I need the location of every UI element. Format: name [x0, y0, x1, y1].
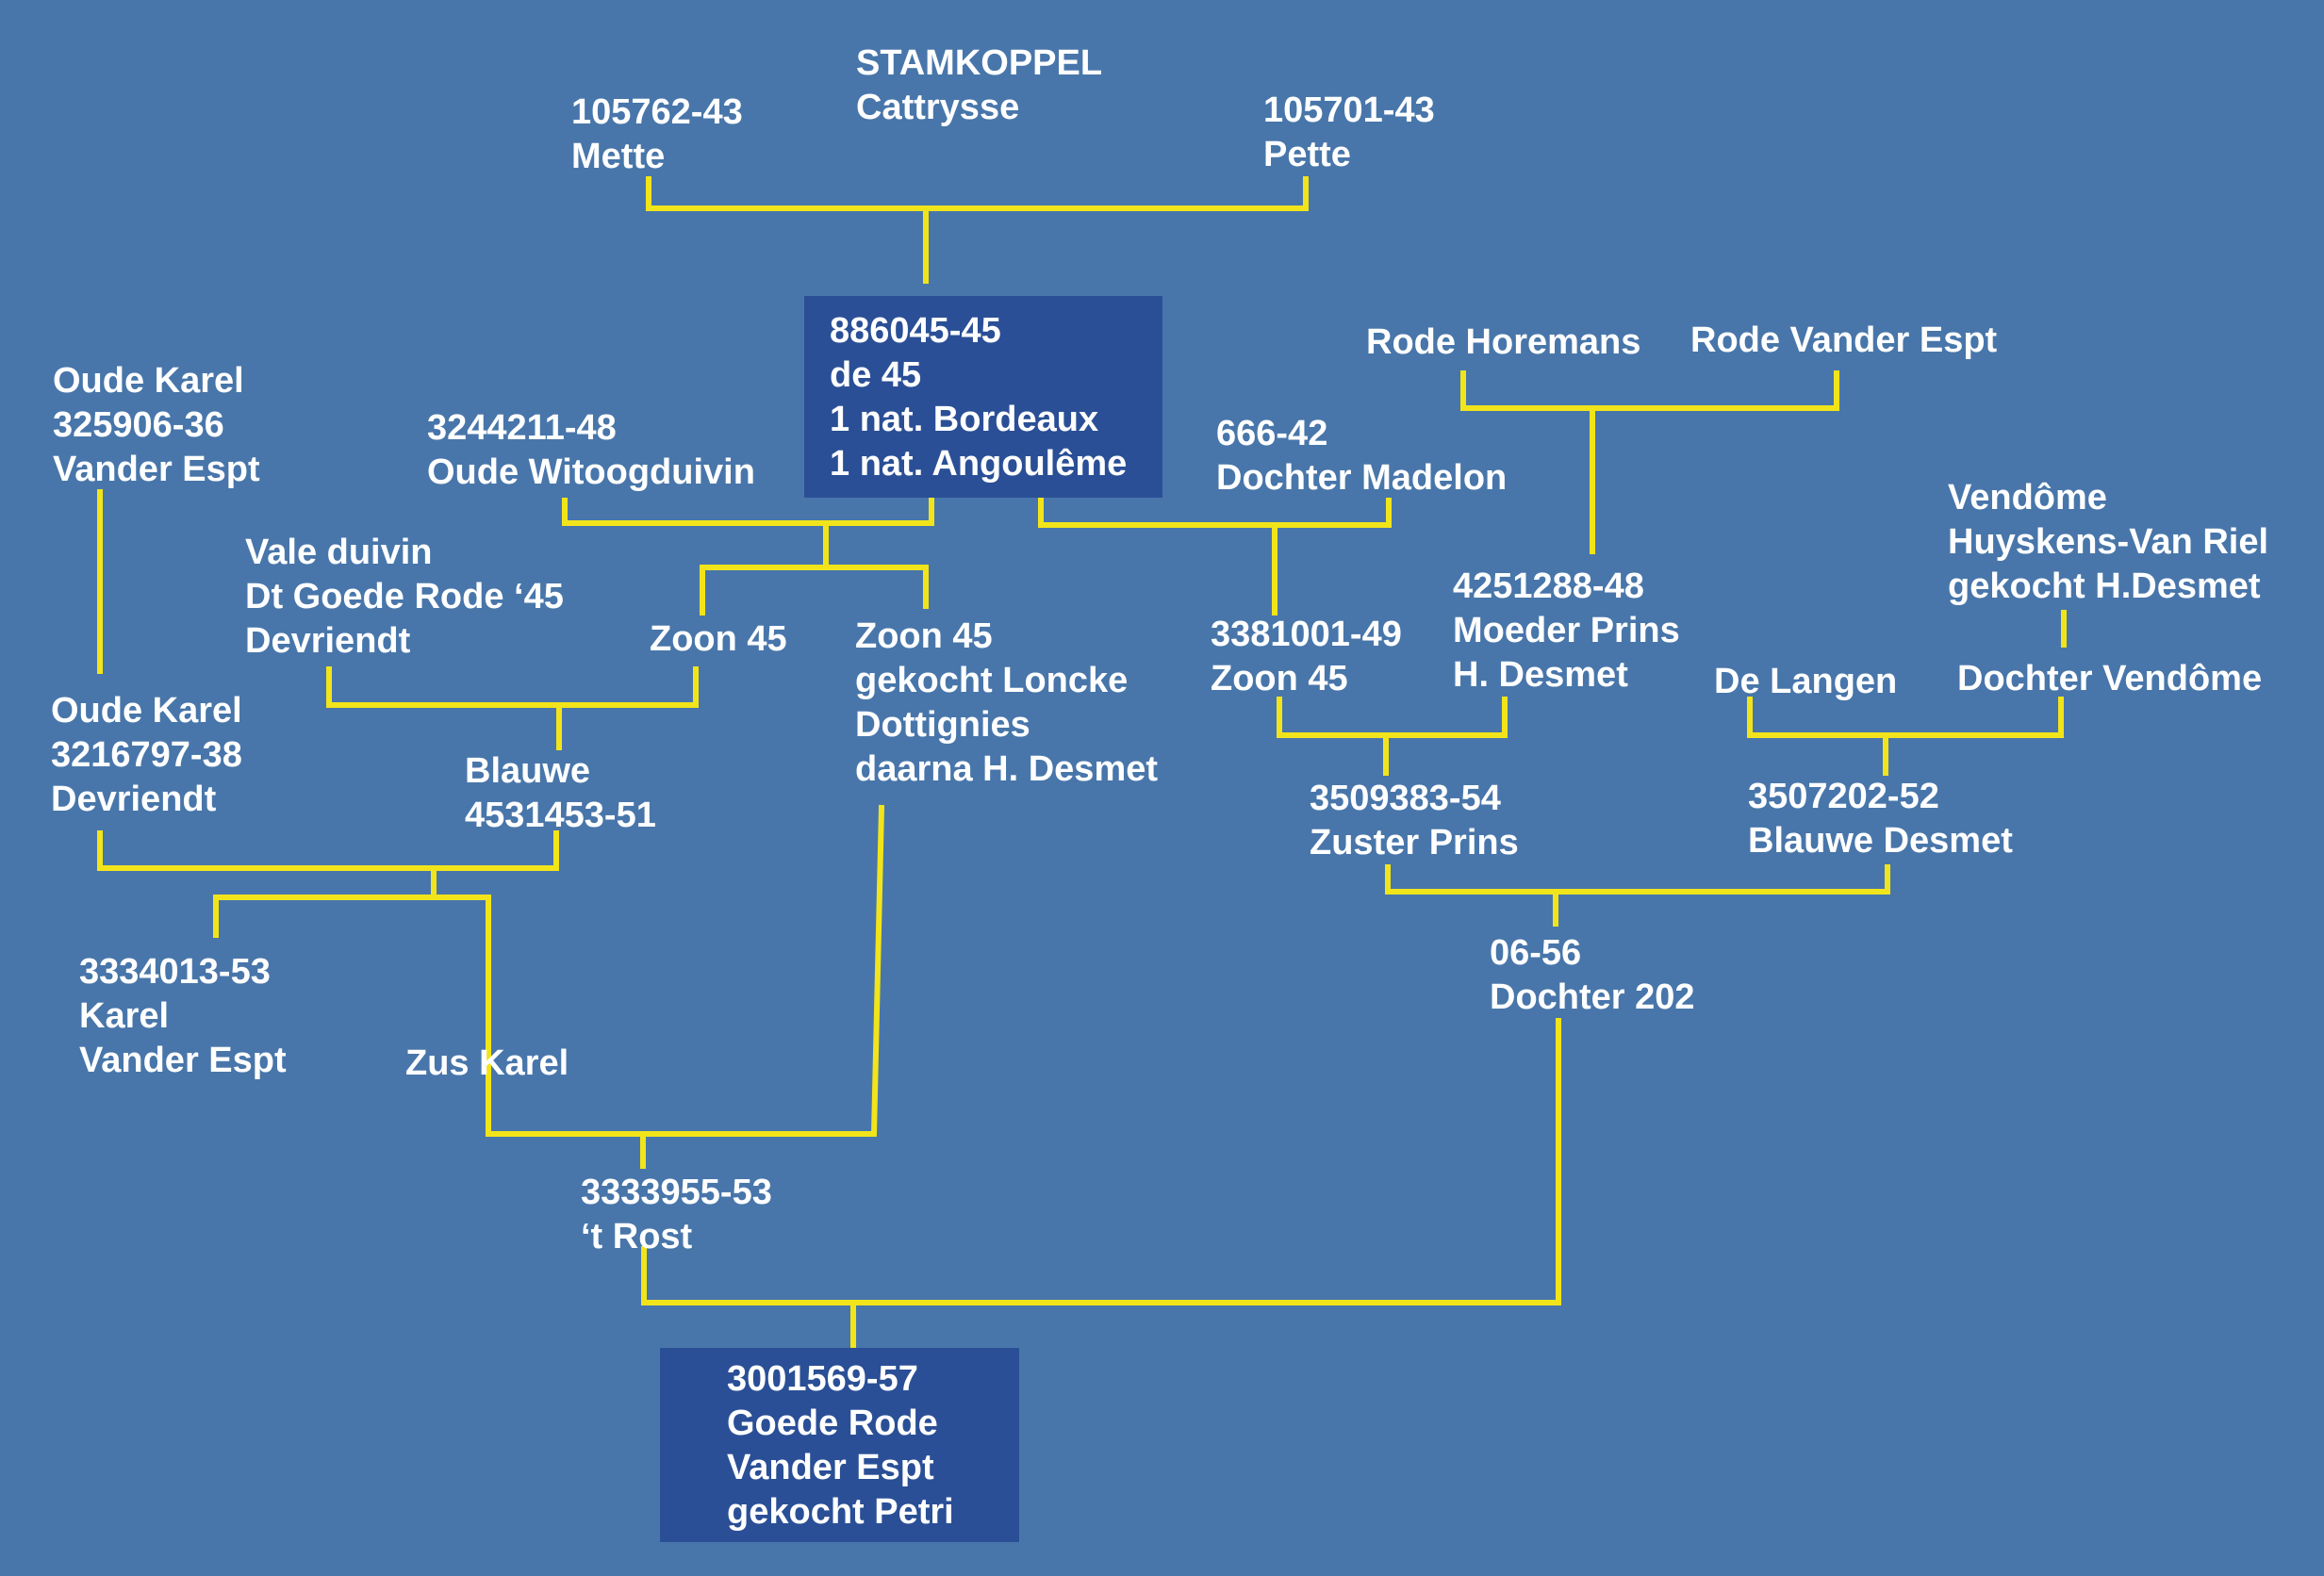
node-3333955-line-1: 3333955-53	[581, 1173, 772, 1212]
node-3001569-line-2: Goede Rode	[727, 1404, 938, 1443]
node-oude-karel-38: Oude Karel 3216797-38 Devriendt	[51, 689, 242, 822]
node-886045-line-2: de 45	[830, 355, 922, 395]
node-vale-duivin: Vale duivin Dt Goede Rode ‘45 Devriendt	[245, 531, 564, 664]
node-4251288-line-1: 4251288-48	[1453, 566, 1644, 606]
node-zoon45-a-line-1: Zoon 45	[650, 619, 787, 659]
connector-prins	[1277, 697, 1508, 776]
node-oude-karel-36-line-1: Oude Karel	[53, 361, 244, 401]
connector-rode-pair	[1460, 370, 1839, 554]
node-3334013-line-3: Vander Espt	[79, 1041, 287, 1080]
node-de-langen-line-1: De Langen	[1714, 662, 1898, 701]
node-rode-horemans: Rode Horemans	[1366, 320, 1640, 365]
node-de-langen: De Langen	[1714, 660, 1897, 704]
node-vendome-line-3: gekocht H.Desmet	[1948, 566, 2261, 606]
node-3507202-line-2: Blauwe Desmet	[1748, 821, 2013, 861]
node-105701-line-1: 105701-43	[1263, 90, 1435, 130]
node-zoon45-b-line-1: Zoon 45	[855, 616, 993, 656]
node-3333955-line-2: ‘t Rost	[581, 1217, 693, 1256]
node-3509383-line-1: 3509383-54	[1310, 779, 1501, 818]
node-oude-karel-38-line-1: Oude Karel	[51, 691, 242, 731]
node-3509383: 3509383-54 Zuster Prins	[1310, 777, 1519, 865]
node-0656-line-1: 06-56	[1490, 933, 1582, 973]
connector-666-horemans	[1038, 498, 1392, 616]
node-stamkoppel-line-1: STAMKOPPEL	[856, 43, 1103, 83]
node-rode-vander-espt: Rode Vander Espt	[1690, 319, 1997, 363]
node-3507202: 3507202-52 Blauwe Desmet	[1748, 775, 2013, 863]
node-3244211-line-1: 3244211-48	[427, 408, 617, 448]
connector-vale-zoon45	[326, 666, 699, 750]
node-stamkoppel: STAMKOPPEL Cattrysse	[856, 41, 1102, 130]
node-zus-karel: Zus Karel	[405, 1042, 569, 1086]
node-zus-karel-line-1: Zus Karel	[405, 1043, 569, 1083]
node-oude-karel-36: Oude Karel 325906-36 Vander Espt	[53, 359, 260, 492]
connector-886045-children	[562, 498, 934, 616]
node-105701: 105701-43 Pette	[1263, 89, 1435, 177]
node-666: 666-42 Dochter Madelon	[1216, 412, 1507, 501]
node-vale-duivin-line-2: Dt Goede Rode ‘45	[245, 577, 564, 616]
node-vendome-line-1: Vendôme	[1948, 478, 2107, 517]
connector-final	[641, 1018, 1561, 1351]
node-blauwe: Blauwe 4531453-51	[465, 749, 656, 838]
node-4251288: 4251288-48 Moeder Prins H. Desmet	[1453, 565, 1680, 698]
node-105762-line-1: 105762-43	[571, 92, 743, 132]
node-105762: 105762-43 Mette	[571, 90, 743, 179]
node-zoon45-b: Zoon 45 gekocht Loncke Dottignies daarna…	[855, 615, 1158, 792]
connector-vendome	[1747, 610, 2067, 776]
node-3001569: 3001569-57 Goede Rode Vander Espt gekoch…	[727, 1357, 954, 1535]
node-3381001: 3381001-49 Zoon 45	[1211, 613, 1402, 701]
node-3244211-line-2: Oude Witoogduivin	[427, 452, 755, 492]
connector-zoon45b-rost	[486, 804, 885, 1169]
node-666-line-2: Dochter Madelon	[1216, 458, 1508, 498]
node-rode-vander-espt-line-1: Rode Vander Espt	[1690, 320, 1998, 360]
node-3001569-line-4: gekocht Petri	[727, 1492, 954, 1532]
node-3334013-line-1: 3334013-53	[79, 952, 271, 992]
node-3507202-line-1: 3507202-52	[1748, 777, 1939, 816]
node-oude-karel-38-line-3: Devriendt	[51, 780, 217, 819]
node-3244211: 3244211-48 Oude Witoogduivin	[427, 406, 755, 495]
node-3334013: 3334013-53 Karel Vander Espt	[79, 950, 287, 1083]
node-3334013-line-2: Karel	[79, 996, 170, 1036]
node-3381001-line-1: 3381001-49	[1211, 615, 1402, 654]
node-oude-karel-38-line-2: 3216797-38	[51, 735, 242, 775]
node-dochter-vendome: Dochter Vendôme	[1957, 657, 2262, 701]
node-stamkoppel-line-2: Cattrysse	[856, 88, 1020, 127]
connector-0656	[1385, 864, 1890, 927]
node-vale-duivin-line-1: Vale duivin	[245, 533, 433, 572]
node-4251288-line-3: H. Desmet	[1453, 655, 1628, 695]
node-blauwe-line-2: 4531453-51	[465, 796, 656, 835]
node-vale-duivin-line-3: Devriendt	[245, 621, 411, 661]
node-zoon45-a: Zoon 45	[650, 617, 787, 662]
node-zoon45-b-line-3: Dottignies	[855, 705, 1030, 745]
node-oude-karel-36-line-2: 325906-36	[53, 405, 224, 445]
node-blauwe-line-1: Blauwe	[465, 751, 591, 791]
node-105762-line-2: Mette	[571, 137, 666, 176]
connector-stamkoppel	[646, 176, 1309, 284]
connector-oude-blauwe	[97, 489, 559, 1079]
highlight-box-3001569	[660, 1348, 1019, 1542]
node-3381001-line-2: Zoon 45	[1211, 659, 1348, 698]
node-3001569-line-3: Vander Espt	[727, 1448, 934, 1487]
node-0656-line-2: Dochter 202	[1490, 977, 1695, 1017]
node-vendome: Vendôme Huyskens-Van Riel gekocht H.Desm…	[1948, 476, 2268, 609]
node-886045-line-4: 1 nat. Angoulême	[830, 444, 1128, 484]
node-3333955: 3333955-53 ‘t Rost	[581, 1171, 772, 1259]
highlight-box-886045	[804, 296, 1162, 498]
node-886045-line-3: 1 nat. Bordeaux	[830, 400, 1099, 439]
node-666-line-1: 666-42	[1216, 414, 1328, 453]
node-rode-horemans-line-1: Rode Horemans	[1366, 322, 1641, 362]
node-4251288-line-2: Moeder Prins	[1453, 611, 1680, 650]
node-zoon45-b-line-4: daarna H. Desmet	[855, 749, 1159, 789]
node-vendome-line-2: Huyskens-Van Riel	[1948, 522, 2269, 562]
node-oude-karel-36-line-3: Vander Espt	[53, 450, 260, 489]
node-105701-line-2: Pette	[1263, 135, 1351, 174]
node-886045: 886045-45 de 45 1 nat. Bordeaux 1 nat. A…	[830, 309, 1127, 486]
node-dochter-vendome-line-1: Dochter Vendôme	[1957, 659, 2263, 698]
node-zoon45-b-line-2: gekocht Loncke	[855, 661, 1129, 700]
node-886045-line-1: 886045-45	[830, 311, 1001, 351]
node-0656: 06-56 Dochter 202	[1490, 931, 1695, 1020]
node-3001569-line-1: 3001569-57	[727, 1359, 918, 1399]
node-3509383-line-2: Zuster Prins	[1310, 823, 1519, 862]
